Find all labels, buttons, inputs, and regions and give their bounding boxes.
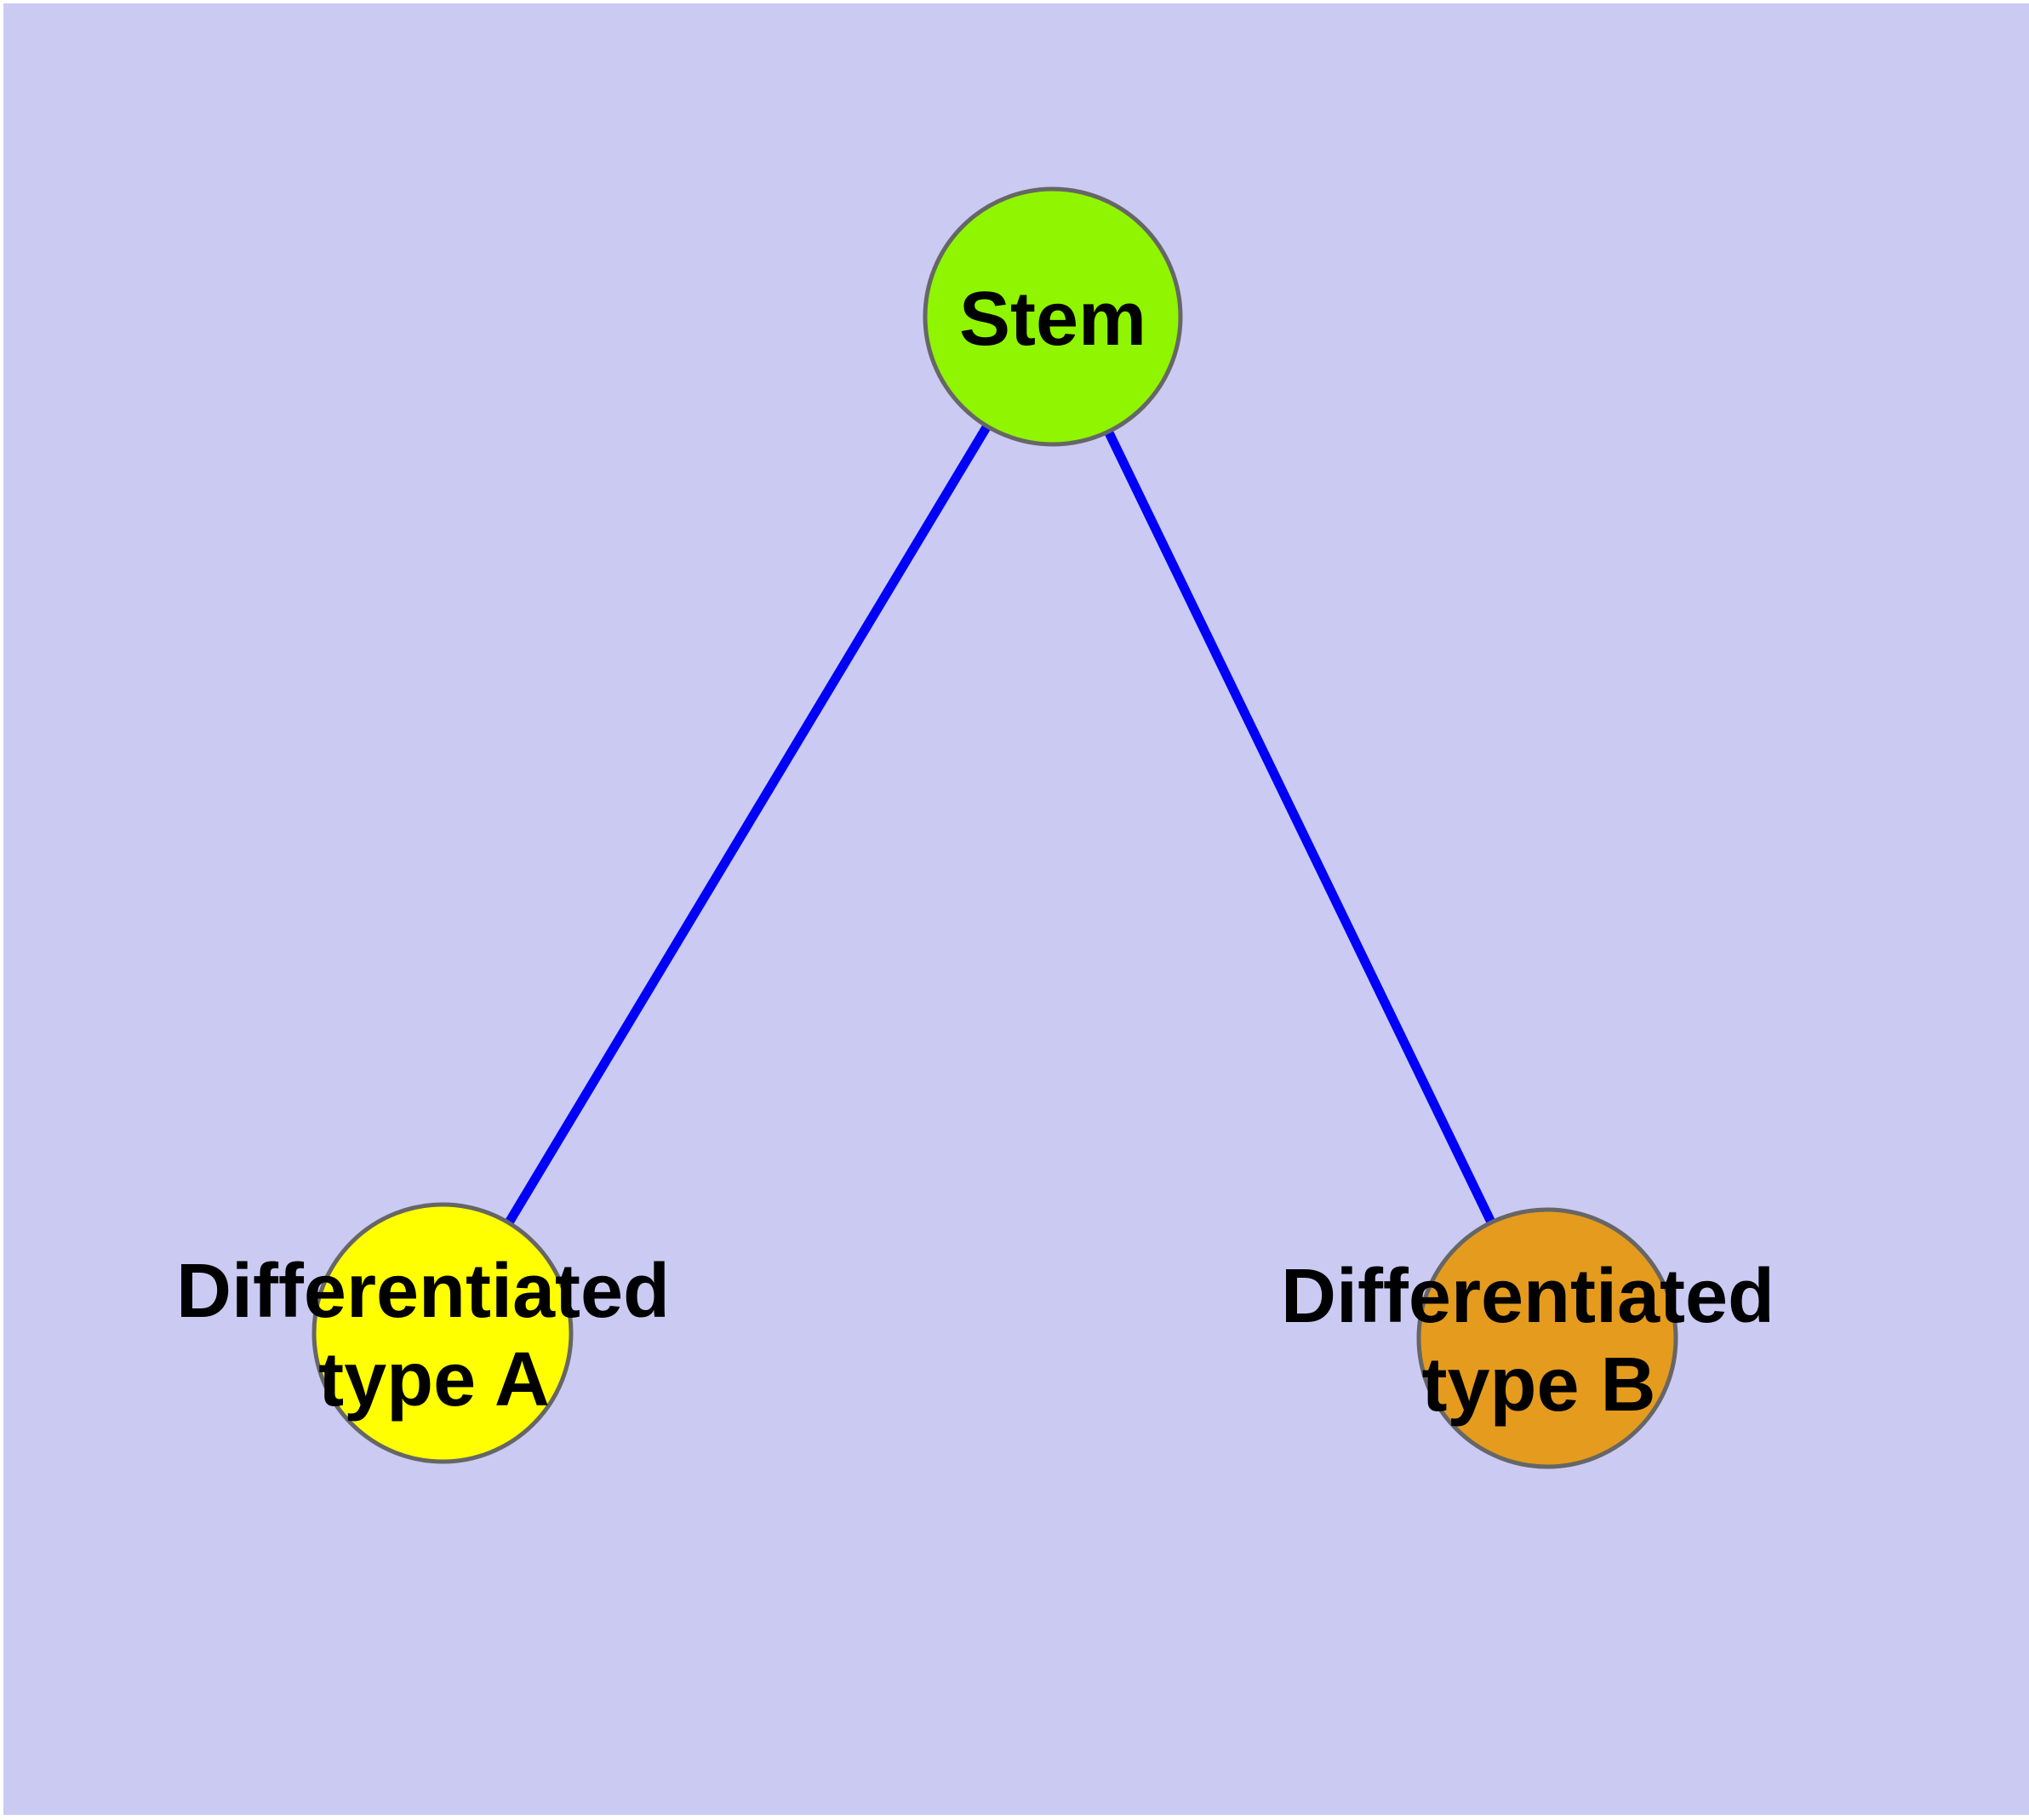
stem-node-label: Stem	[959, 277, 1146, 362]
type-b-node	[1416, 1207, 1678, 1469]
type-a-node	[311, 1202, 574, 1464]
edge-stem-to-type-a	[438, 314, 1057, 1336]
type-a-node-label-line1: Differentiated	[176, 1249, 670, 1334]
type-a-node-label-line2: type A	[318, 1337, 550, 1422]
type-b-node-label-line2: type B	[1421, 1342, 1655, 1428]
type-b-node-label-line1: Differentiated	[1281, 1254, 1775, 1339]
edge-stem-to-type-b	[1049, 314, 1552, 1341]
stem-node	[923, 186, 1183, 447]
